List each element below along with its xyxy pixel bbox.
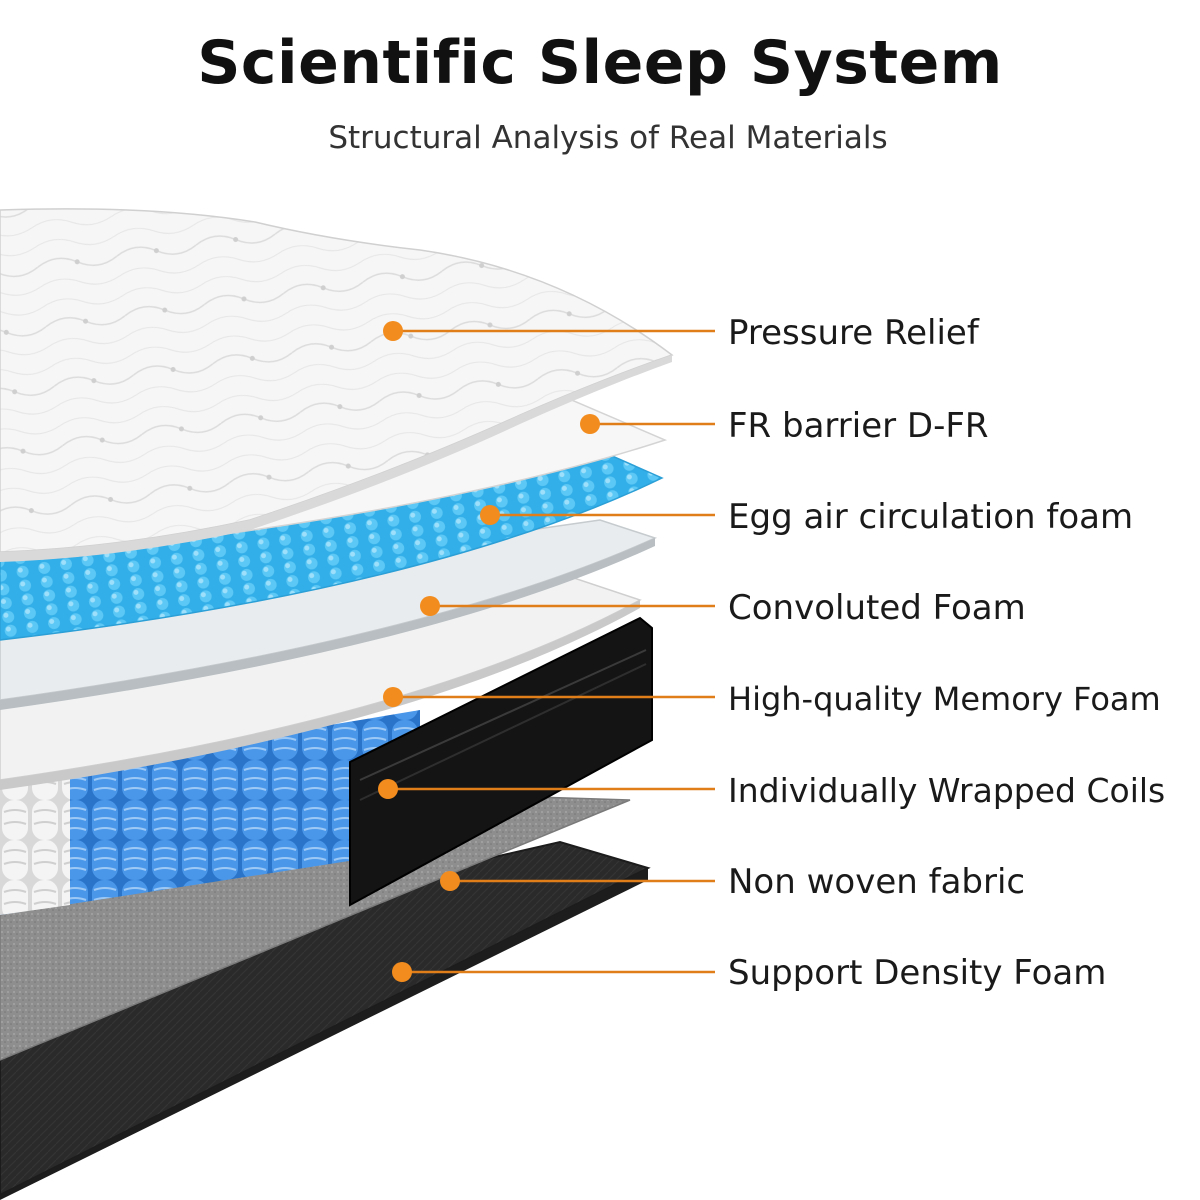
page-title: Scientific Sleep System <box>197 28 1003 98</box>
side-panel <box>349 616 653 907</box>
callout-dot-fr-barrier <box>580 414 600 434</box>
coil-block <box>0 710 420 915</box>
layer-label-coils: Individually Wrapped Coils <box>728 771 1166 810</box>
callout-dot-memory-foam <box>383 687 403 707</box>
layer-label-fr-barrier: FR barrier D-FR <box>728 406 989 446</box>
callout-dot-convoluted-foam <box>420 596 440 616</box>
layer-label-memory-foam: High-quality Memory Foam <box>728 680 1161 718</box>
callout-dot-non-woven <box>440 871 460 891</box>
callout-leaders <box>378 321 715 982</box>
layer-label-support-foam: Support Density Foam <box>728 953 1107 993</box>
page-subtitle: Structural Analysis of Real Materials <box>328 120 888 156</box>
layer-label-pressure-relief: Pressure Relief <box>728 313 979 353</box>
callout-dot-support-foam <box>392 962 412 982</box>
layer-label-egg-foam: Egg air circulation foam <box>728 497 1134 537</box>
layer-label-convoluted-foam: Convoluted Foam <box>728 588 1026 628</box>
callout-dot-coils <box>378 779 398 799</box>
callout-dot-egg-foam <box>480 505 500 525</box>
layer-label-non-woven: Non woven fabric <box>728 862 1026 902</box>
callout-dot-pressure-relief <box>383 321 403 341</box>
